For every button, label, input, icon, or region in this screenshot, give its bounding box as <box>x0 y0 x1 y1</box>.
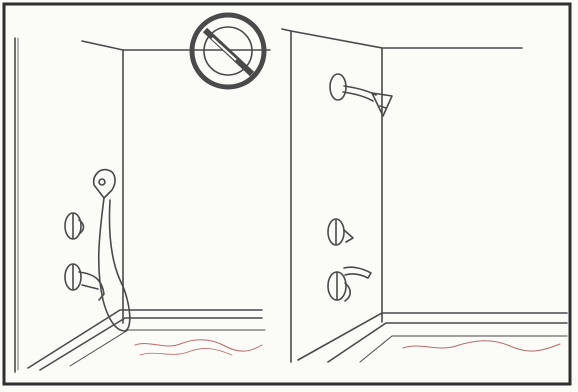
lower-control-knob-icon <box>65 264 104 300</box>
right-tray-floor-line <box>360 336 567 362</box>
right-shower-stall <box>282 29 567 362</box>
right-water-ripple <box>403 341 560 351</box>
shower-hose-icon <box>99 198 130 331</box>
right-stall-top-edge <box>291 31 382 48</box>
handheld-shower-head-icon <box>94 170 115 198</box>
outer-border <box>4 4 570 384</box>
mixer-valve-handle-icon <box>328 267 371 301</box>
upper-control-knob-icon <box>65 213 84 239</box>
left-water-ripple-2 <box>140 348 232 355</box>
left-stall-top-edge <box>82 41 270 50</box>
right-tray-inner-edge <box>328 323 567 362</box>
prohibited-sign-icon <box>192 15 264 87</box>
left-tray-floor-line <box>70 330 265 366</box>
right-upper-knob-icon <box>328 219 353 245</box>
right-stall-partition-edge <box>282 29 291 362</box>
